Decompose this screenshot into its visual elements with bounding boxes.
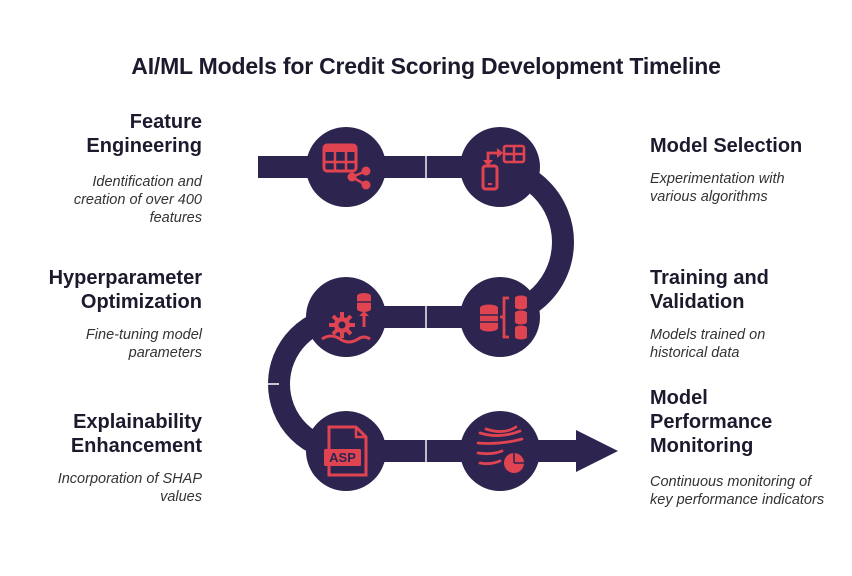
step-desc-explainability-enhancement: Incorporation of SHAP values — [57, 471, 202, 505]
gear-database-icon — [321, 293, 371, 344]
step-heading-model-selection: Model Selection — [650, 135, 803, 157]
diagram-title: AI/ML Models for Credit Scoring Developm… — [131, 53, 721, 79]
step-desc-training-validation: Models trained on historical data — [650, 327, 766, 361]
phone-swap-icon — [481, 144, 526, 191]
step-desc-model-performance-monitoring: Continuous monitoring of key performance… — [650, 474, 825, 508]
step-heading-model-performance-monitoring: Model Performance Monitoring — [650, 387, 773, 457]
node-model-selection — [460, 127, 540, 207]
svg-text:ASP: ASP — [329, 450, 356, 465]
flow-pie-chart-icon — [476, 425, 524, 473]
path-dividers — [257, 156, 614, 462]
asp-file-icon: ASP — [324, 425, 368, 477]
database-bracket-icon — [480, 295, 527, 340]
step-heading-hyperparameter-optimization: Hyperparameter Optimization — [48, 267, 202, 313]
timeline-arrowhead — [576, 430, 618, 472]
step-heading-feature-engineering: Feature Engineering — [86, 111, 202, 157]
table-share-icon — [322, 143, 371, 190]
node-hyperparameter-optimization — [306, 277, 386, 357]
step-desc-model-selection: Experimentation with various algorithms — [650, 171, 785, 205]
step-desc-hyperparameter-optimization: Fine-tuning model parameters — [85, 327, 202, 361]
step-heading-training-validation: Training and Validation — [650, 267, 769, 313]
step-desc-feature-engineering: Identification and creation of over 400 … — [73, 174, 202, 226]
step-heading-explainability-enhancement: Explainability Enhancement — [70, 411, 202, 457]
